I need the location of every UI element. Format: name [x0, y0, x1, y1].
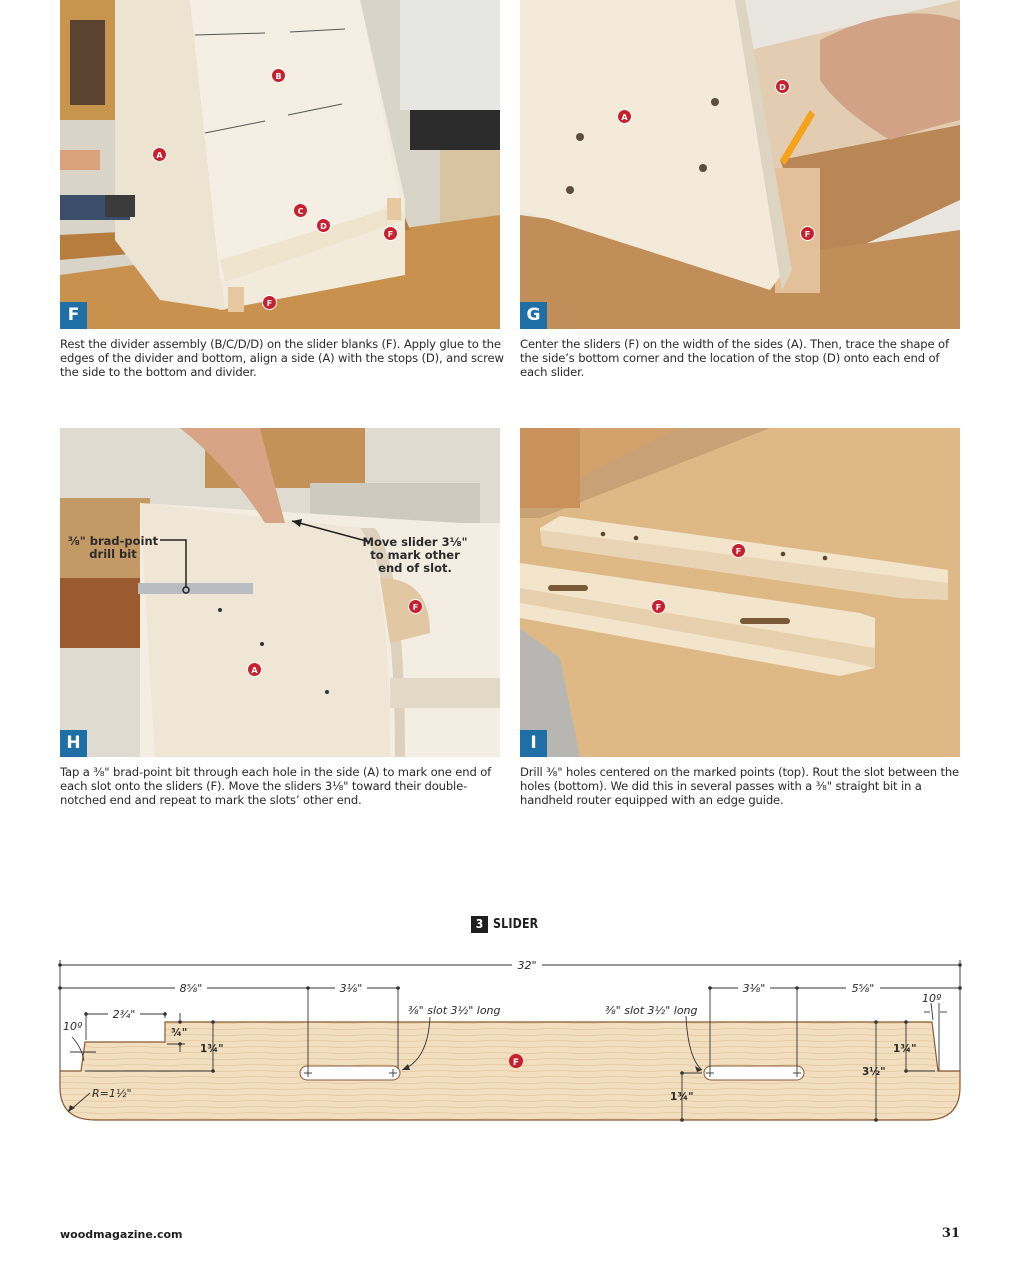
dim-right-angle: 10º [922, 992, 942, 1005]
part-tag-f: F [800, 226, 815, 241]
dim-left-angle: 10º [63, 1020, 83, 1033]
dim-overall-length: 32" [517, 959, 536, 972]
caption-step-h: Tap a ⅜" brad-point bit through each hol… [60, 765, 492, 807]
part-tag-f: F [651, 599, 666, 614]
part-tag-a: A [247, 662, 262, 677]
step-badge: G [520, 302, 547, 329]
part-tag-c: C [293, 203, 308, 218]
callout-move-slider: Move slider 3⅛" to mark other end of slo… [362, 535, 468, 575]
part-tag-f: F [513, 1058, 519, 1068]
drawing-title: 3 SLIDER [471, 915, 546, 933]
dim-notch-length: 2¾" [113, 1008, 136, 1021]
footer-site: woodmagazine.com [60, 1228, 183, 1241]
dim-slot-left-span: 3⅛" [340, 982, 363, 995]
workshop-photo-h [60, 428, 500, 757]
dim-slot-height: 1¾" [670, 1091, 694, 1103]
part-tag-a: A [152, 147, 167, 162]
part-tag-d: D [775, 79, 790, 94]
page-number: 31 [941, 1226, 960, 1241]
workshop-photo-f [60, 0, 500, 329]
photo-step-h: ⅜" brad-point drill bit Move slider 3⅛" … [60, 428, 500, 757]
dim-slot-right-span: 3⅛" [743, 982, 766, 995]
part-tag-b: B [271, 68, 286, 83]
dim-right-step-height: 1¾" [893, 1043, 917, 1055]
step-badge: I [520, 730, 547, 757]
dim-overall-width: 3½" [862, 1066, 886, 1078]
drawing-number: 3 [471, 915, 488, 933]
callout-drill-bit: ⅜" brad-point drill bit [67, 534, 159, 561]
dim-left-to-slot: 8⅝" [180, 982, 203, 995]
caption-step-f: Rest the divider assembly (B/C/D/D) on t… [60, 337, 504, 379]
part-tag-f-circle [509, 1054, 523, 1068]
slot-left [299, 1065, 401, 1081]
part-tag-f: F [408, 599, 423, 614]
label-slot-right: ⅜" slot 3½" long [605, 1004, 698, 1017]
part-tag-d: D [316, 218, 331, 233]
step-badge: F [60, 302, 87, 329]
photo-step-i: F F I [520, 428, 960, 757]
part-tag-a: A [617, 109, 632, 124]
dim-left-step-height: 1¾" [200, 1043, 224, 1055]
caption-step-g: Center the sliders (F) on the width of t… [520, 337, 949, 379]
workshop-photo-g [520, 0, 960, 329]
photo-step-g: A D F G [520, 0, 960, 329]
caption-step-i: Drill ⅜" holes centered on the marked po… [520, 765, 960, 807]
label-slot-left: ⅜" slot 3½" long [408, 1004, 501, 1017]
part-tag-f: F [731, 543, 746, 558]
dim-radius: R=1½" [92, 1087, 132, 1100]
part-tag-f: F [383, 226, 398, 241]
drawing-name: SLIDER [493, 916, 539, 932]
photo-step-f: B A C D F F F [60, 0, 500, 329]
slider-diagram: 32" 8⅝" 3⅛" 3⅛" 5⅝" 2¾" ¾" 1¾" 10º 10º R… [58, 958, 962, 1122]
step-badge: H [60, 730, 87, 757]
slot-right [703, 1065, 805, 1081]
part-tag-f: F [262, 295, 277, 310]
dim-right-to-slot: 5⅝" [852, 982, 875, 995]
slider-profile [59, 1021, 961, 1121]
workshop-photo-i [520, 428, 960, 757]
dim-notch-depth: ¾" [171, 1027, 187, 1039]
